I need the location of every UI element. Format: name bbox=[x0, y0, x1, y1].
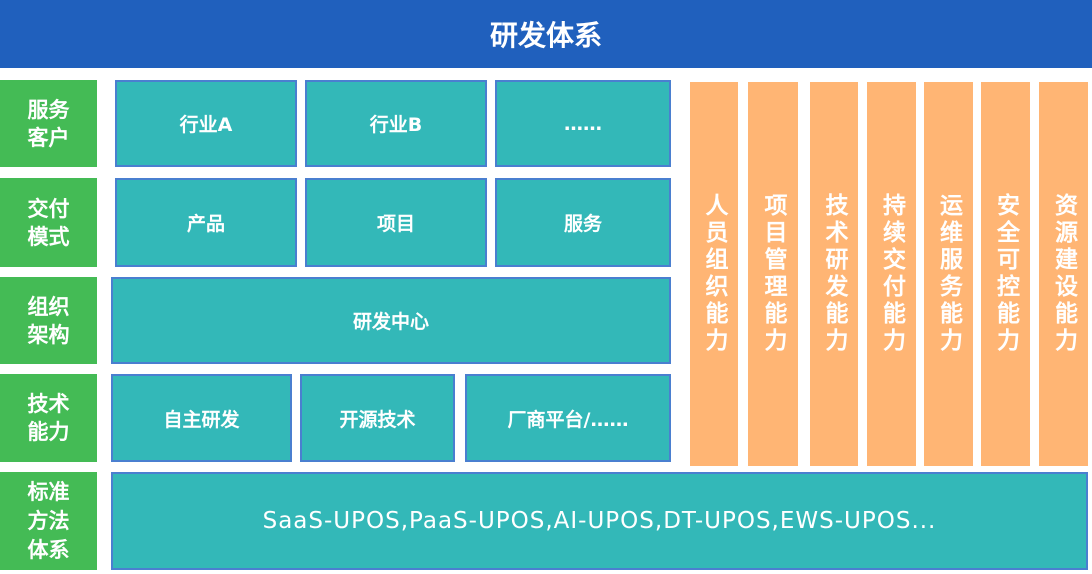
row-label-standard-method: 标准 方法 体系 bbox=[0, 472, 97, 570]
product-box: 产品 bbox=[115, 178, 297, 267]
industry-more-box: …… bbox=[495, 80, 671, 167]
standard-methods-box: SaaS-UPOS,PaaS-UPOS,AI-UPOS,DT-UPOS,EWS-… bbox=[111, 472, 1088, 570]
open-source-box: 开源技术 bbox=[300, 374, 455, 462]
vendor-platform-box: 厂商平台/…… bbox=[465, 374, 671, 462]
industry-b-box: 行业B bbox=[305, 80, 487, 167]
industry-a-box: 行业A bbox=[115, 80, 297, 167]
self-development-box: 自主研发 bbox=[111, 374, 292, 462]
service-box: 服务 bbox=[495, 178, 671, 267]
capability-tech-rd: 技术研发能力 bbox=[810, 82, 858, 466]
row-label-organization: 组织 架构 bbox=[0, 277, 97, 364]
capability-personnel: 人员组织能力 bbox=[690, 82, 738, 466]
row-label-delivery-mode: 交付 模式 bbox=[0, 178, 97, 267]
diagram-title: 研发体系 bbox=[0, 0, 1092, 68]
capability-resources: 资源建设能力 bbox=[1039, 82, 1088, 466]
row-label-service-customers: 服务 客户 bbox=[0, 80, 97, 167]
row-label-tech-capability: 技术 能力 bbox=[0, 374, 97, 462]
capability-continuous-delivery: 持续交付能力 bbox=[867, 82, 916, 466]
rd-center-box: 研发中心 bbox=[111, 277, 671, 364]
capability-security: 安全可控能力 bbox=[981, 82, 1030, 466]
capability-operations: 运维服务能力 bbox=[924, 82, 973, 466]
project-box: 项目 bbox=[305, 178, 487, 267]
capability-project-management: 项目管理能力 bbox=[748, 82, 798, 466]
